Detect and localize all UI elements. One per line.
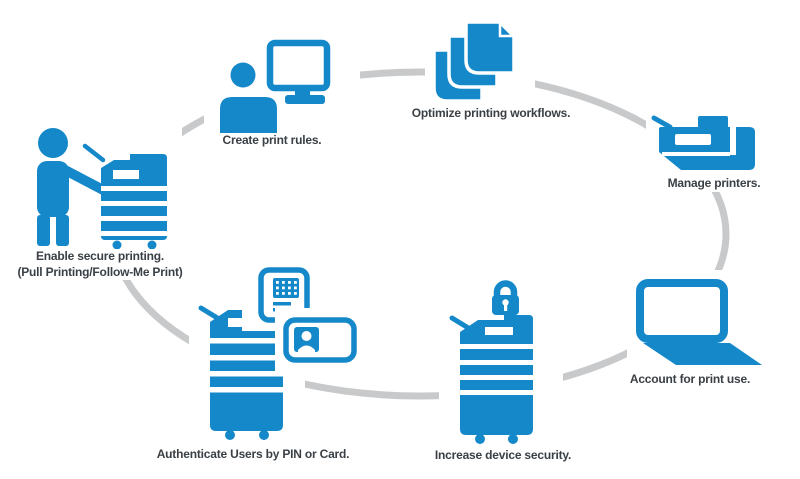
node-label-line2: (Pull Printing/Follow-Me Print): [17, 264, 183, 279]
person-at-computer-icon: [211, 36, 353, 136]
node-label-manage-printers: Manage printers.: [632, 176, 796, 192]
laptop-icon: [634, 277, 764, 369]
node-label-account-for-print-use: Account for print use.: [608, 372, 772, 388]
mfp-printer-with-padlock-icon: [446, 280, 556, 448]
desktop-printer-icon: [651, 110, 757, 172]
stacked-documents-icon: [432, 19, 528, 104]
node-label-optimize-printing-workflows: Optimize printing workflows.: [399, 106, 583, 122]
node-label-line1: Enable secure printing.: [35, 249, 165, 263]
person-with-mfp-printer-icon: [25, 118, 175, 254]
pin-pad-icon: [249, 266, 311, 324]
node-label-increase-device-security: Increase device security.: [421, 448, 585, 464]
id-card-icon: [282, 315, 360, 365]
node-label-create-print-rules: Create print rules.: [192, 133, 352, 149]
node-label-authenticate-users: Authenticate Users by PIN or Card.: [141, 447, 365, 463]
node-label-enable-secure-printing: Enable secure printing. (Pull Printing/F…: [0, 249, 200, 281]
